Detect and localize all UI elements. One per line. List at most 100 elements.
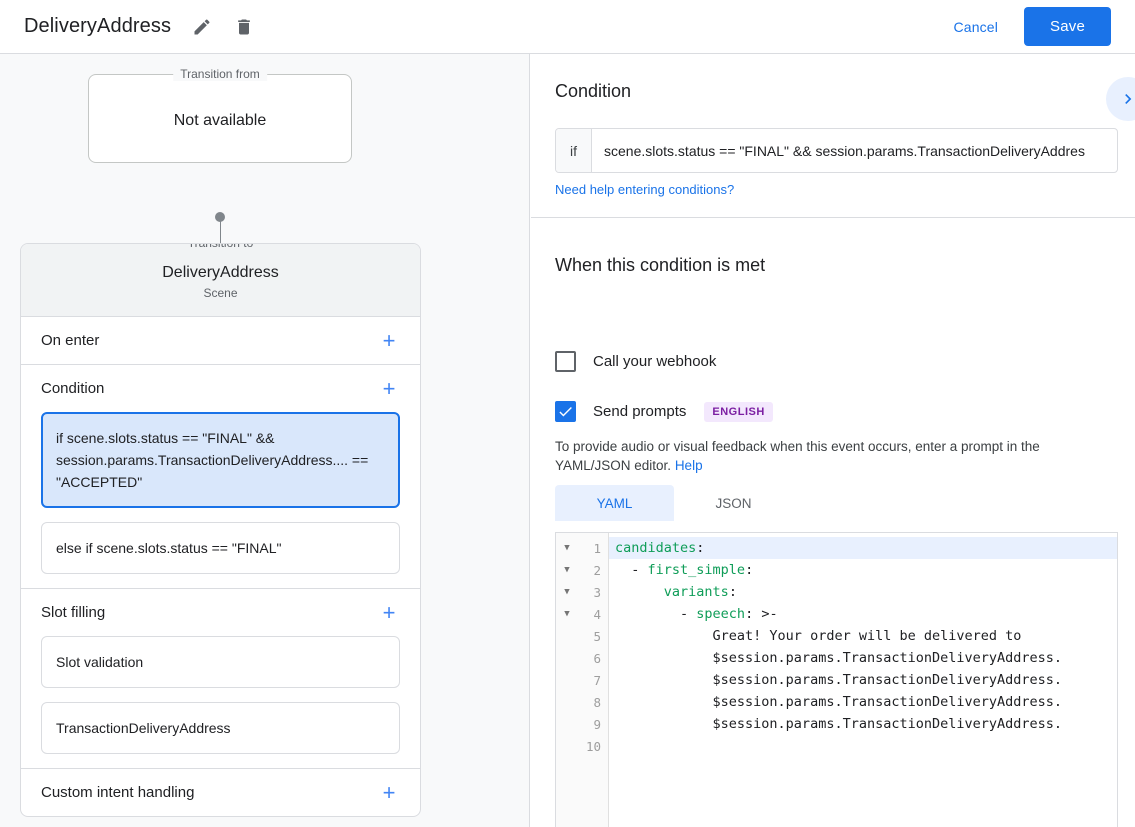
fold-arrow-icon[interactable]: ▼ [556,581,578,603]
code-line[interactable]: Great! Your order will be delivered to [609,625,1117,647]
section-header-custom-intent-handling: Custom intent handling + [21,769,420,816]
cancel-button[interactable]: Cancel [942,10,1010,44]
gutter-row: 5 [556,625,608,647]
line-number: 3 [578,585,608,600]
add-on-enter-button[interactable]: + [376,328,402,354]
line-number: 1 [578,541,608,556]
gutter-row: ▼3 [556,581,608,603]
section-title-slot-filling: Slot filling [41,604,376,621]
code-line[interactable]: $session.params.TransactionDeliveryAddre… [609,691,1117,713]
add-slot-filling-button[interactable]: + [376,600,402,626]
line-number: 6 [578,651,608,666]
edit-name-button[interactable] [185,10,219,44]
gutter-row: 8 [556,691,608,713]
app-header: DeliveryAddress Cancel Save [0,0,1135,54]
check-icon [557,403,574,420]
transition-from-value: Not available [89,112,351,130]
section-title-custom-intent-handling: Custom intent handling [41,784,376,801]
code-line[interactable]: $session.params.TransactionDeliveryAddre… [609,669,1117,691]
yaml-text: $session.params.TransactionDeliveryAddre… [615,672,1062,688]
gutter-row: ▼1 [556,537,608,559]
code-line[interactable]: $session.params.TransactionDeliveryAddre… [609,713,1117,735]
code-indent: - [615,606,696,622]
section-on-enter: On enter + [21,317,420,365]
condition-expression-input[interactable] [592,129,1117,172]
yaml-key: first_simple [648,562,746,578]
add-condition-button[interactable]: + [376,376,402,402]
line-number: 2 [578,563,608,578]
need-help-link[interactable]: Need help entering conditions? [555,182,734,197]
save-button[interactable]: Save [1024,7,1111,46]
yaml-key: candidates [615,540,696,556]
section-custom-intent-handling: Custom intent handling + [21,769,420,816]
line-number: 4 [578,607,608,622]
code-line[interactable] [609,735,1117,757]
tab-json[interactable]: JSON [674,485,793,521]
left-panel: Transition from Not available Transition… [0,54,530,827]
editor-code-area[interactable]: candidates: - first_simple: variants: - … [609,533,1117,827]
gutter-row: 6 [556,647,608,669]
code-line[interactable]: candidates: [609,537,1117,559]
section-title-on-enter: On enter [41,332,376,349]
pencil-icon [192,17,212,37]
transition-to-header: Transition to DeliveryAddress Scene [21,244,420,317]
condition-if-prefix: if [556,129,592,172]
gutter-row: ▼4 [556,603,608,625]
language-badge: ENGLISH [704,402,772,422]
yaml-punct: : [729,584,737,600]
transition-to-card: Transition to DeliveryAddress Scene On e… [20,243,421,817]
gutter-row: 7 [556,669,608,691]
yaml-text: $session.params.TransactionDeliveryAddre… [615,716,1062,732]
right-panel: Condition if Need help entering conditio… [531,54,1135,827]
call-webhook-row[interactable]: Call your webhook [555,351,716,372]
yaml-text: $session.params.TransactionDeliveryAddre… [615,694,1062,710]
section-slot-filling: Slot filling + Slot validation Transacti… [21,589,420,769]
yaml-text: $session.params.TransactionDeliveryAddre… [615,650,1062,666]
when-condition-met-block: When this condition is met Call your web… [531,219,1135,827]
editor-format-tabs: YAML JSON [555,485,793,521]
expand-panel-button[interactable] [1106,77,1135,121]
section-title-condition: Condition [41,380,376,397]
code-line[interactable]: $session.params.TransactionDeliveryAddre… [609,647,1117,669]
prompt-help-text: To provide audio or visual feedback when… [555,437,1111,475]
code-line[interactable]: variants: [609,581,1117,603]
line-number: 7 [578,673,608,688]
section-header-condition: Condition + [21,365,420,412]
add-custom-intent-button[interactable]: + [376,780,402,806]
code-line[interactable]: - speech: >- [609,603,1117,625]
yaml-editor[interactable]: ▼1▼2▼3▼45678910 candidates: - first_simp… [555,532,1118,827]
section-condition: Condition + if scene.slots.status == "FI… [21,365,420,589]
fold-arrow-icon[interactable]: ▼ [556,537,578,559]
code-indent [615,584,664,600]
slot-validation-item[interactable]: Slot validation [41,636,400,688]
yaml-punct: : [696,540,704,556]
help-link[interactable]: Help [675,458,703,473]
gutter-row: ▼2 [556,559,608,581]
delete-button[interactable] [227,10,261,44]
condition-block: Condition if Need help entering conditio… [531,54,1135,218]
send-prompts-label: Send prompts [593,403,686,420]
section-header-slot-filling: Slot filling + [21,589,420,636]
send-prompts-row[interactable]: Send prompts ENGLISH [555,401,773,422]
transition-to-title: DeliveryAddress [21,264,420,282]
prompt-help-description: To provide audio or visual feedback when… [555,439,1040,473]
call-webhook-checkbox[interactable] [555,351,576,372]
yaml-punct: : [745,562,753,578]
fold-arrow-icon[interactable]: ▼ [556,559,578,581]
send-prompts-checkbox[interactable] [555,401,576,422]
code-line[interactable]: - first_simple: [609,559,1117,581]
tab-yaml[interactable]: YAML [555,485,674,521]
condition-item-else-if[interactable]: else if scene.slots.status == "FINAL" [41,522,400,574]
fold-arrow-icon[interactable]: ▼ [556,603,578,625]
yaml-text: Great! Your order will be delivered to [615,628,1021,644]
condition-heading: Condition [555,81,631,102]
line-number: 9 [578,717,608,732]
call-webhook-label: Call your webhook [593,353,716,370]
condition-input-row[interactable]: if [555,128,1118,173]
condition-item-selected[interactable]: if scene.slots.status == "FINAL" && sess… [41,412,400,508]
slot-item-transaction-delivery-address[interactable]: TransactionDeliveryAddress [41,702,400,754]
line-number: 5 [578,629,608,644]
yaml-key: speech [696,606,745,622]
transition-to-legend: Transition to [181,243,261,250]
code-indent: - [615,562,648,578]
